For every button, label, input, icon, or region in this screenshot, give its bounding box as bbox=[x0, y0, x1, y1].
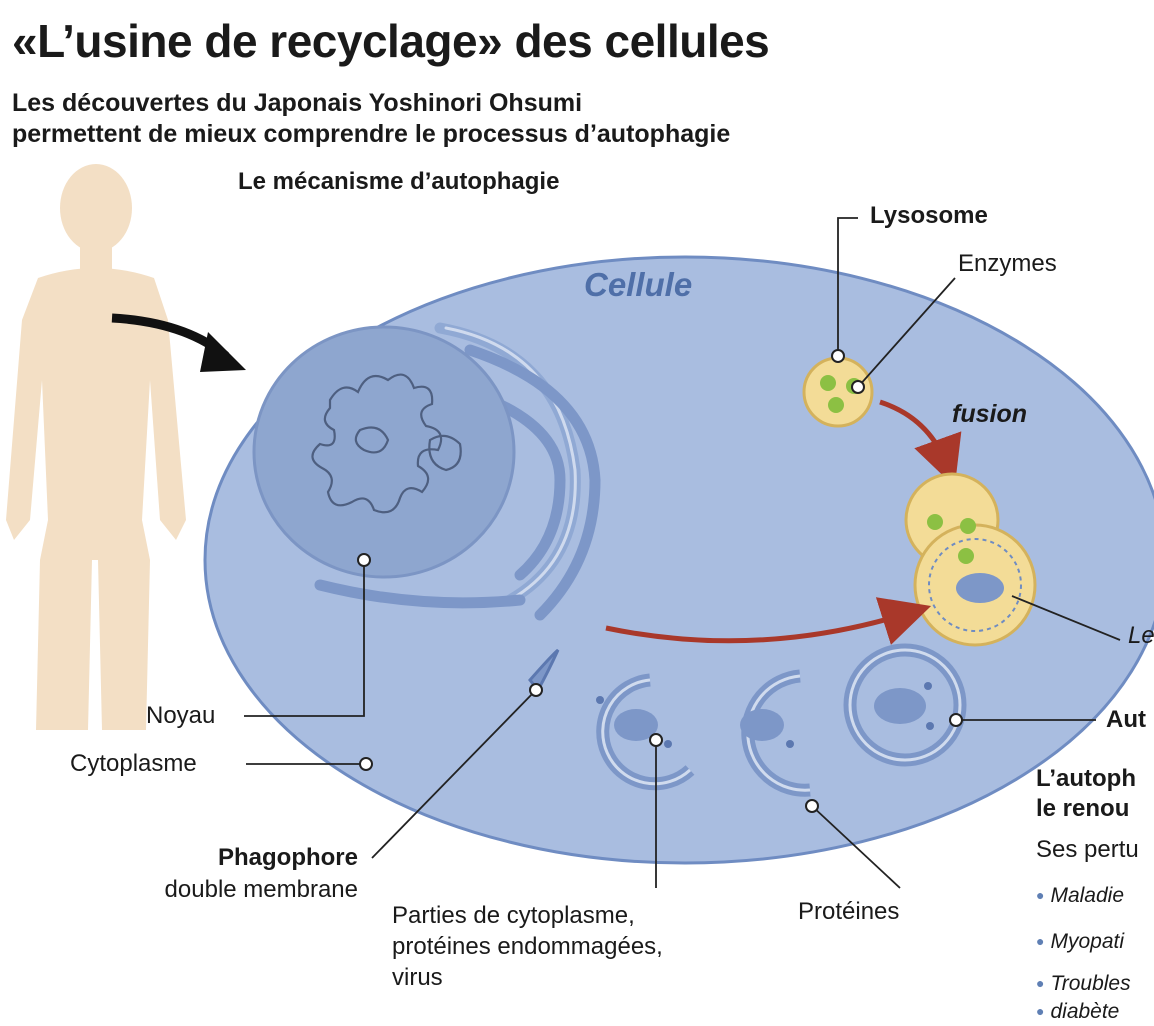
bullet-item: Maladie bbox=[1036, 884, 1124, 908]
autophagosome-arrow bbox=[605, 597, 932, 645]
bullet-item: Troubles bbox=[1036, 972, 1130, 996]
nucleus bbox=[252, 325, 516, 579]
phagophore-label: Phagophore bbox=[217, 844, 358, 871]
autophagosome-label: Aut bbox=[1106, 706, 1146, 733]
side-heading: L’autoph le renou bbox=[1036, 765, 1136, 822]
reticulum-arcs bbox=[314, 322, 601, 621]
lysosome-label: Lysosome bbox=[870, 202, 988, 229]
page-title: «L’usine de recyclage» des cellules bbox=[12, 15, 770, 67]
fusion-arrow bbox=[879, 399, 962, 487]
autolysosome bbox=[904, 472, 1037, 647]
bullet-item: Myopati bbox=[1036, 930, 1124, 954]
human-silhouette bbox=[6, 164, 186, 730]
phagophore bbox=[528, 648, 560, 693]
proteins-label: Protéines bbox=[798, 898, 900, 925]
bullet-item: diabète bbox=[1036, 1000, 1119, 1024]
page-subtitle: Les découvertes du Japonais Yoshinori Oh… bbox=[12, 89, 731, 148]
leader-lines bbox=[244, 217, 1121, 889]
fusion-label: fusion bbox=[952, 400, 1027, 428]
cytoplasm-parts-label: Parties de cytoplasme, protéines endomma… bbox=[392, 902, 663, 991]
forming-vesicle-1 bbox=[596, 673, 695, 791]
forming-vesicle-2 bbox=[740, 669, 811, 797]
leader-dots bbox=[357, 349, 963, 813]
cytoplasm-label: Cytoplasme bbox=[70, 750, 197, 777]
nucleus-label: Noyau bbox=[146, 702, 216, 729]
autolysosome-label: Le bbox=[1128, 622, 1154, 649]
section-title: Le mécanisme d’autophagie bbox=[238, 168, 560, 195]
enzyme-icon bbox=[828, 397, 844, 413]
autophagosome bbox=[843, 643, 967, 767]
enzymes-label: Enzymes bbox=[958, 250, 1057, 277]
enzyme-icon bbox=[820, 375, 836, 391]
chromatin bbox=[311, 373, 462, 514]
side-body: Ses pertu bbox=[1036, 836, 1139, 863]
cell-label: Cellule bbox=[584, 266, 693, 303]
double-membrane-label: double membrane bbox=[164, 876, 358, 903]
